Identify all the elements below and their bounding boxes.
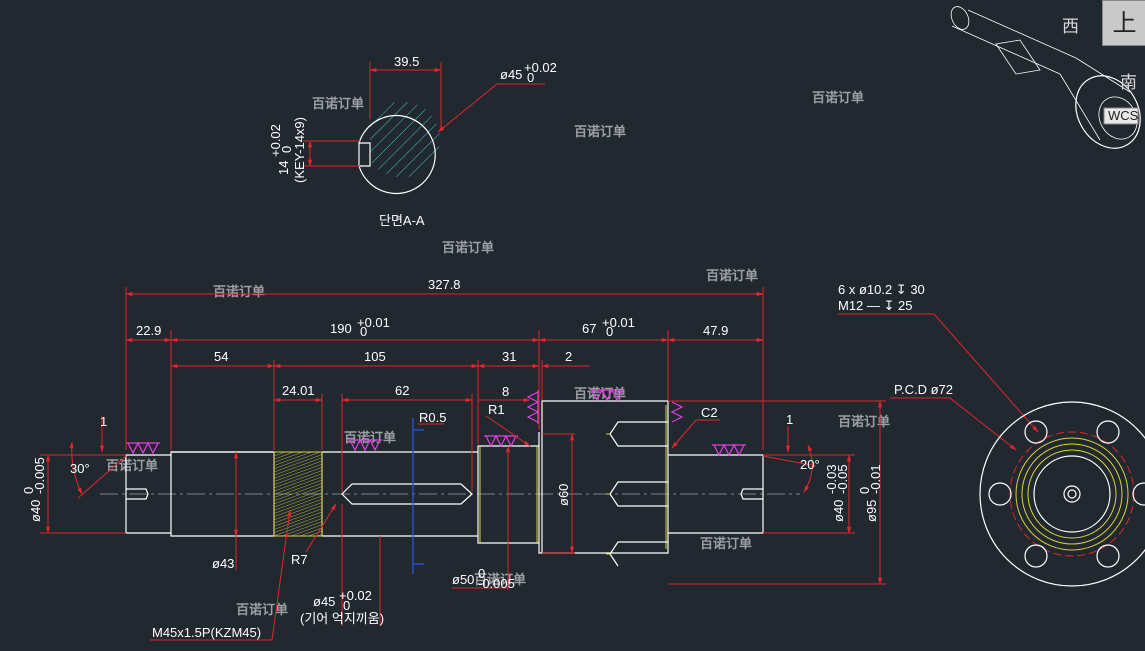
left-step-dim: 1 [100, 414, 107, 429]
right-step-dim: 1 [786, 412, 793, 427]
key-tol-lower: 0 [279, 146, 294, 153]
dim-67-tol-upper: +0.01 [602, 315, 635, 330]
dim-190-tol-lower: 0 [360, 324, 367, 339]
gear-tol-upper: +0.02 [339, 588, 372, 603]
gear-dia: ø45 [313, 594, 335, 609]
watermark: 百诺订单 [312, 96, 364, 111]
radius-r1: R1 [488, 402, 505, 417]
hole-note-2: M12 — ↧ 25 [838, 298, 912, 313]
dim-67: 67 [582, 321, 596, 336]
chamfer-c2: C2 [701, 405, 718, 420]
wcs-label: WCS [1108, 108, 1139, 123]
watermark: 百诺订单 [838, 414, 890, 429]
tapped-hole [609, 541, 668, 567]
dia-40-right-tol-lower: -0.05 [835, 464, 850, 494]
dim-2: 2 [565, 349, 572, 364]
section-view[interactable]: 39.5 ø45 +0.02 0 14 +0.02 0 (KEY-14x9) 단… [268, 54, 557, 228]
radius-r0-5: R0.5 [419, 410, 446, 425]
dia-40-right: ø40 [831, 500, 846, 522]
dim-47-9: 47.9 [703, 323, 728, 338]
dim-105: 105 [364, 349, 386, 364]
dia-50-tol-lower: -0.005 [478, 576, 515, 591]
key-label: (KEY-14x9) [292, 117, 307, 183]
bolt-holes [988, 420, 1145, 568]
watermark: 百诺订单 [700, 536, 752, 551]
dim-190: 190 [330, 321, 352, 336]
dim-8: 8 [502, 384, 509, 399]
left-angle-dim: 30° [70, 461, 90, 476]
viewcube-top-face[interactable]: 上 [1102, 0, 1145, 46]
dia-95-tol-lower: -0.01 [868, 464, 883, 494]
dia-40-left: ø40 [28, 500, 43, 522]
shaft-view[interactable]: 327.8 22.9 190 +0.01 0 67 +0.01 0 47.9 5… [21, 277, 886, 641]
section-title: 단면A-A [379, 213, 425, 228]
dim-22-9: 22.9 [136, 323, 161, 338]
section-diameter-tol-lower: 0 [527, 70, 534, 85]
dim-24-01: 24.01 [282, 383, 315, 398]
section-diameter-tol-upper: +0.02 [524, 60, 557, 75]
dia-50: ø50 [452, 572, 474, 587]
dia-43: ø43 [212, 556, 234, 571]
dim-54: 54 [214, 349, 228, 364]
dia-40-left-tol-lower: -0.005 [32, 457, 47, 494]
flange-outer-circle [979, 401, 1145, 587]
dim-67-tol-lower: 0 [606, 324, 613, 339]
dia-40-right-tol-upper: -0.03 [824, 464, 839, 494]
key-dim: 14 [276, 161, 291, 175]
hole-note-1: 6 x ø10.2 ↧ 30 [838, 282, 925, 297]
watermark: 百诺订单 [236, 602, 288, 617]
keyway-slot [341, 483, 473, 505]
radius-r7: R7 [291, 552, 308, 567]
dim-190-tol-upper: +0.01 [357, 315, 390, 330]
watermark: 百诺订单 [442, 240, 494, 255]
viewcube-south[interactable]: 南 [1120, 73, 1137, 93]
dim-31: 31 [502, 349, 516, 364]
dia-50-tol-upper: 0 [478, 566, 485, 581]
gear-knurl [273, 451, 323, 537]
watermark: 百诺订单 [812, 90, 864, 105]
roughness-symbols [126, 388, 746, 457]
wcs-badge [1103, 107, 1139, 125]
dia-40-left-tol-upper: 0 [21, 487, 36, 494]
watermark: 百诺订单 [706, 268, 758, 283]
dim-62: 62 [395, 383, 409, 398]
watermark: 百诺订单 [106, 458, 158, 473]
watermark: 百诺订单 [474, 572, 526, 587]
watermark: 百诺订单 [344, 430, 396, 445]
flange-view[interactable]: 6 x ø10.2 ↧ 30 M12 — ↧ 25 P.C.D ø72 [838, 282, 1145, 587]
gear-tol-lower: 0 [343, 598, 350, 613]
thread-callout: M45x1.5P(KZM45) [152, 625, 261, 640]
viewcube[interactable]: 西 上 南 [1060, 0, 1145, 110]
right-angle-dim: 20° [800, 457, 820, 472]
tapped-hole [609, 421, 668, 447]
viewcube-west[interactable]: 西 [1062, 17, 1079, 37]
dia-95-tol-upper: 0 [857, 487, 872, 494]
section-diameter-dim: ø45 [500, 67, 522, 82]
overall-length-dim: 327.8 [428, 277, 461, 292]
watermark: 百诺订单 [574, 124, 626, 139]
section-width-dim: 39.5 [394, 54, 419, 69]
key-tol-upper: +0.02 [268, 124, 283, 157]
pcd-label: P.C.D ø72 [894, 382, 953, 397]
dia-60: ø60 [556, 484, 571, 506]
iso-preview[interactable]: WCS [948, 4, 1145, 160]
watermark: 百诺订单 [213, 284, 265, 299]
dia-95: ø95 [864, 500, 879, 522]
gear-note: (기어 억지끼움) [300, 611, 384, 626]
